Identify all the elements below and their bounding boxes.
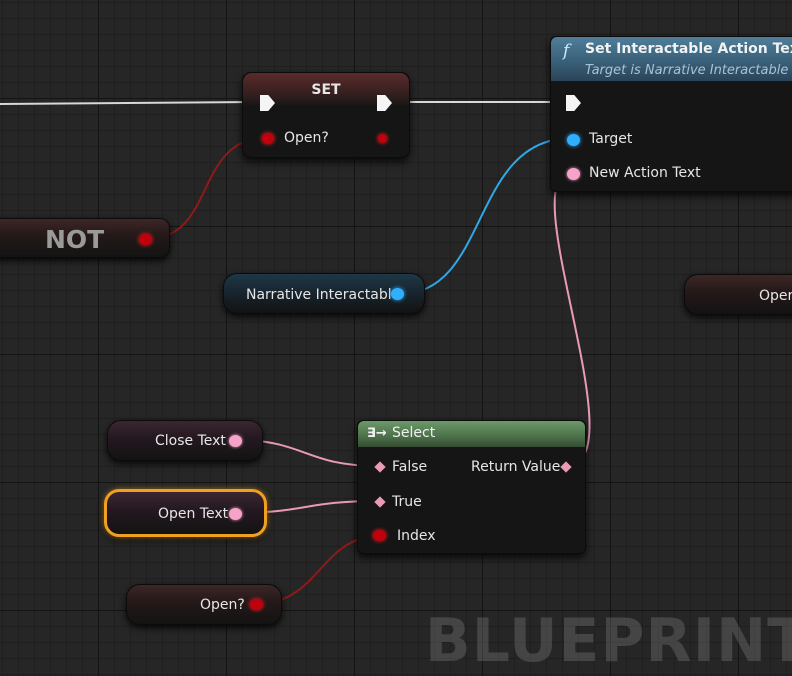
- function-icon: f: [563, 41, 570, 61]
- open-bool-variable[interactable]: Open?: [126, 584, 282, 625]
- select-icon: ∃→: [367, 426, 387, 441]
- set-exec-in-pin[interactable]: [260, 95, 275, 111]
- return-value-pin[interactable]: [560, 461, 572, 473]
- not-output-pin[interactable]: [139, 234, 152, 245]
- new-action-text-label: New Action Text: [589, 165, 701, 181]
- set-exec-out-pin[interactable]: [377, 95, 392, 111]
- open-partial-label: Oper: [759, 288, 792, 304]
- function-node-header: [551, 37, 792, 81]
- new-action-text-pin[interactable]: [567, 168, 580, 180]
- select-node[interactable]: ∃→ Select False Return Value True Index: [357, 420, 586, 554]
- set-open-label: Open?: [284, 130, 329, 146]
- close-text-output-pin[interactable]: [229, 435, 242, 447]
- blueprint-watermark: BLUEPRINT: [425, 606, 792, 676]
- index-pin[interactable]: [373, 530, 386, 541]
- select-node-title: Select: [392, 425, 436, 441]
- close-text-label: Close Text: [155, 433, 226, 449]
- target-pin[interactable]: [567, 134, 580, 146]
- narrative-interactable-variable[interactable]: Narrative Interactable: [223, 273, 425, 314]
- open-bool-label: Open?: [200, 597, 245, 613]
- open-text-variable[interactable]: Open Text: [104, 489, 267, 537]
- return-value-label: Return Value: [471, 459, 561, 475]
- index-pin-label: Index: [397, 528, 436, 544]
- set-node-title: SET: [311, 82, 341, 98]
- open-variable-partial[interactable]: Oper: [684, 274, 792, 315]
- open-text-label: Open Text: [158, 506, 229, 522]
- true-pin-label: True: [392, 494, 422, 510]
- not-node[interactable]: NOT: [0, 218, 170, 258]
- exec-wire-in: [0, 101, 259, 105]
- function-node-title: Set Interactable Action Text: [585, 41, 792, 57]
- open-bool-output-pin[interactable]: [250, 599, 263, 610]
- open-text-output-pin[interactable]: [229, 508, 242, 520]
- set-interactable-action-text-node[interactable]: f Set Interactable Action Text Target is…: [550, 36, 792, 192]
- set-open-output-pin[interactable]: [378, 134, 387, 143]
- function-node-subtitle: Target is Narrative Interactable: [585, 63, 789, 78]
- wire-narrative-to-target: [399, 137, 573, 295]
- narrative-interactable-label: Narrative Interactable: [246, 287, 401, 303]
- set-open-input-pin[interactable]: [262, 133, 274, 144]
- target-pin-label: Target: [589, 131, 633, 147]
- not-node-title: NOT: [45, 225, 105, 254]
- select-node-header: [358, 421, 585, 447]
- close-text-variable[interactable]: Close Text: [107, 420, 263, 461]
- function-exec-in-pin[interactable]: [566, 95, 581, 111]
- false-pin[interactable]: [374, 461, 386, 473]
- false-pin-label: False: [392, 459, 428, 475]
- true-pin[interactable]: [374, 496, 386, 508]
- narrative-interactable-output-pin[interactable]: [391, 288, 404, 300]
- set-node[interactable]: SET Open?: [242, 72, 410, 158]
